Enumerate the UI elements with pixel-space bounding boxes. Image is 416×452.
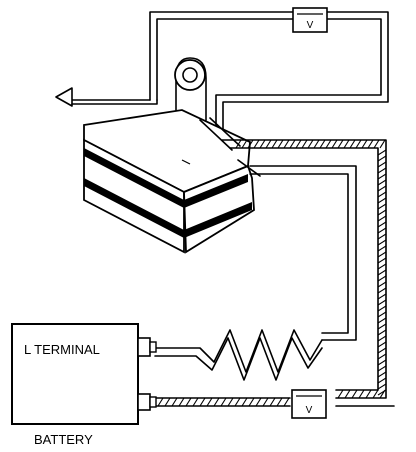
top-voltmeter-label: V	[307, 20, 314, 31]
top-voltmeter: V	[292, 7, 328, 33]
battery: L TERMINAL	[11, 323, 157, 425]
output-arrow	[55, 87, 158, 107]
field-wire	[249, 165, 357, 341]
resistor	[154, 329, 323, 381]
bottom-voltmeter-label: V	[306, 405, 313, 416]
alternator-pulley	[174, 57, 207, 121]
battery-label: BATTERY	[34, 432, 93, 447]
regulator-block	[83, 109, 255, 254]
bottom-voltmeter: V	[291, 389, 327, 419]
terminal-label: L TERMINAL	[24, 342, 100, 357]
hatched-ground-wire	[149, 139, 395, 407]
